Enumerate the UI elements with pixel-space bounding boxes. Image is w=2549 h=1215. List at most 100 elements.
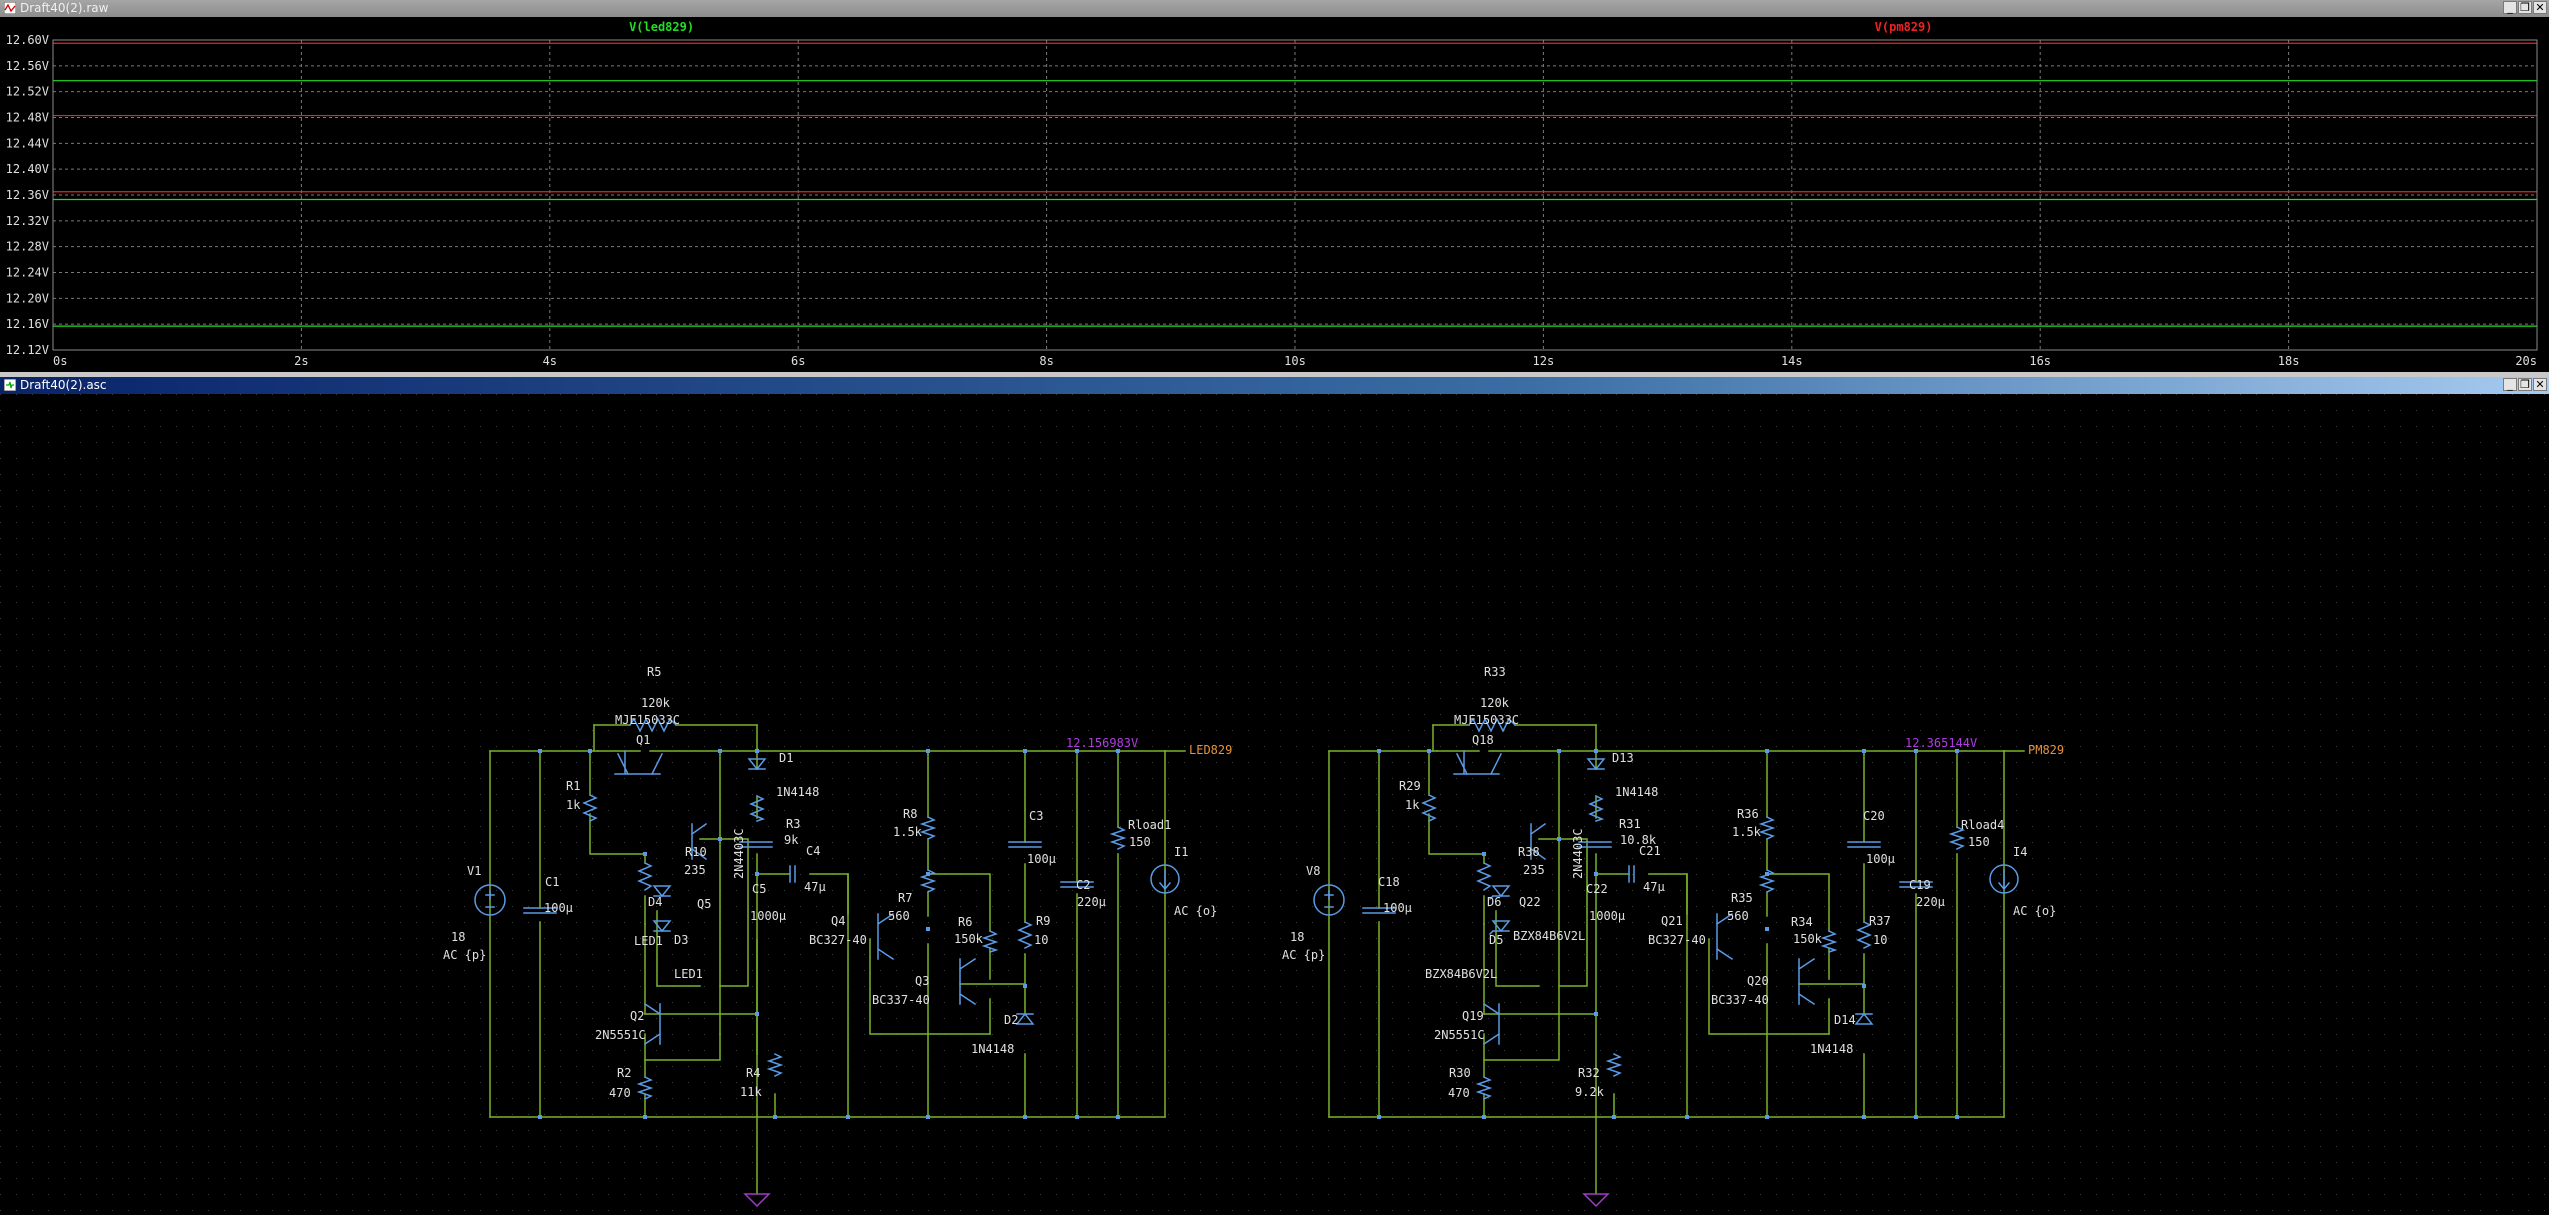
y-tick-label: 12.28V xyxy=(6,240,49,254)
restore-button[interactable]: ❐ xyxy=(2518,1,2532,14)
minimize-button[interactable]: _ xyxy=(2503,1,2517,14)
label-D2-val: 1N4148 xyxy=(1810,1042,1853,1056)
label-Q5-model: 2N4403C xyxy=(732,828,746,879)
label-I: I4 xyxy=(2013,845,2027,859)
label-C1: C1 xyxy=(545,875,559,889)
labels: R5 120k MJE15033C Q1 D1 1N4148 R1 1k R10… xyxy=(443,665,1232,1100)
label-Q3-model: BC337-40 xyxy=(872,993,930,1007)
label-D3: D5 xyxy=(1489,933,1503,947)
waveform-titlebar[interactable]: Draft40(2).raw _ ❐ ✕ xyxy=(0,0,2549,17)
label-D4-model: LED1 xyxy=(634,934,663,948)
legend-V(pm829)[interactable]: V(pm829) xyxy=(1875,20,1933,34)
label-C4-val: 47µ xyxy=(804,880,826,894)
label-I: I1 xyxy=(1174,845,1188,859)
label-R4-val: 11k xyxy=(740,1085,762,1099)
schematic-window-title: Draft40(2).asc xyxy=(20,378,107,392)
minimize-button[interactable]: _ xyxy=(2503,378,2517,391)
x-tick-label: 18s xyxy=(2278,354,2300,368)
legend-V(led829)[interactable]: V(led829) xyxy=(629,20,694,34)
label-Q5: Q22 xyxy=(1519,895,1541,909)
label-R10-val: 235 xyxy=(1523,863,1545,877)
label-C2-val: 220µ xyxy=(1916,895,1945,909)
label-Q3-model: BC337-40 xyxy=(1711,993,1769,1007)
label-D1: D1 xyxy=(779,751,793,765)
label-C4: C21 xyxy=(1639,844,1661,858)
circuit-led829: R5 120k MJE15033C Q1 D1 1N4148 R1 1k R10… xyxy=(443,665,1232,1208)
label-R10: R38 xyxy=(1518,845,1540,859)
junctions xyxy=(1377,749,1959,1119)
label-R3-val: 10.8k xyxy=(1620,833,1657,847)
label-R4: R32 xyxy=(1578,1066,1600,1080)
x-tick-label: 20s xyxy=(2515,354,2537,368)
label-C3: C3 xyxy=(1029,809,1043,823)
plot-legend[interactable]: V(led829) V(pm829) xyxy=(629,20,1932,34)
window-divider[interactable] xyxy=(0,372,2549,377)
label-V-ac: AC {p} xyxy=(443,948,486,962)
label-C4: C4 xyxy=(806,844,820,858)
wires xyxy=(489,724,1166,1195)
y-tick-label: 12.20V xyxy=(6,291,49,305)
y-tick-label: 12.56V xyxy=(6,59,49,73)
label-R9-val: 10 xyxy=(1034,933,1048,947)
label-R1-val: 1k xyxy=(1405,798,1420,812)
label-R3-val: 9k xyxy=(784,833,799,847)
label-Q5: Q5 xyxy=(697,897,711,911)
plot-series xyxy=(53,42,2537,327)
label-Q4: Q4 xyxy=(831,914,845,928)
x-tick-label: 4s xyxy=(543,354,557,368)
label-V-val: 18 xyxy=(1290,930,1304,944)
label-I-val: AC {o} xyxy=(2013,904,2056,918)
label-R10-val: 235 xyxy=(684,863,706,877)
label-D1-val: 1N4148 xyxy=(776,785,819,799)
voltage-readout: 12.156983V xyxy=(1066,736,1138,750)
label-D1-val: 1N4148 xyxy=(1615,785,1658,799)
schematic-app-icon xyxy=(4,379,16,391)
label-C5: C22 xyxy=(1586,882,1608,896)
label-D3: D3 xyxy=(674,933,688,947)
label-R9: R37 xyxy=(1869,914,1891,928)
y-tick-label: 12.36V xyxy=(6,188,49,202)
label-C1-val: 100µ xyxy=(544,901,573,915)
label-R9-val: 10 xyxy=(1873,933,1887,947)
schematic-grid-dots xyxy=(0,394,2549,1215)
label-R3: R31 xyxy=(1619,817,1641,831)
close-button[interactable]: ✕ xyxy=(2533,1,2547,14)
voltage-readout: 12.365144V xyxy=(1905,736,1977,750)
label-D3-model: LED1 xyxy=(674,967,703,981)
label-Rload: Rload4 xyxy=(1961,818,2004,832)
y-tick-label: 12.52V xyxy=(6,85,49,99)
plot-frame xyxy=(52,39,2538,351)
label-C2-val: 220µ xyxy=(1077,895,1106,909)
label-R2-val: 470 xyxy=(1448,1086,1470,1100)
label-C3: C20 xyxy=(1863,809,1885,823)
schematic-titlebar[interactable]: Draft40(2).asc _ ❐ ✕ xyxy=(0,377,2549,394)
x-tick-label: 10s xyxy=(1284,354,1306,368)
label-R1-val: 1k xyxy=(566,798,581,812)
label-Q1-model: MJE15033C xyxy=(1454,713,1519,727)
y-tick-label: 12.12V xyxy=(6,343,49,357)
label-R5-val: 120k xyxy=(641,696,671,710)
schematic-canvas[interactable]: R5 120k MJE15033C Q1 D1 1N4148 R1 1k R10… xyxy=(0,394,2549,1215)
label-C2: C19 xyxy=(1909,878,1931,892)
label-Q2: Q19 xyxy=(1462,1009,1484,1023)
label-R7: R35 xyxy=(1731,891,1753,905)
y-tick-label: 12.48V xyxy=(6,111,49,125)
x-tick-label: 2s xyxy=(294,354,308,368)
label-D1: D13 xyxy=(1612,751,1634,765)
label-R9: R9 xyxy=(1036,914,1050,928)
restore-button[interactable]: ❐ xyxy=(2518,378,2532,391)
label-Q1: Q1 xyxy=(636,733,650,747)
label-R7-val: 560 xyxy=(888,909,910,923)
label-R2: R2 xyxy=(617,1066,631,1080)
label-Q3: Q20 xyxy=(1747,974,1769,988)
label-R2-val: 470 xyxy=(609,1086,631,1100)
close-button[interactable]: ✕ xyxy=(2533,378,2547,391)
label-D2: D2 xyxy=(1004,1013,1018,1027)
label-C5: C5 xyxy=(752,882,766,896)
label-R8: R36 xyxy=(1737,807,1759,821)
y-tick-label: 12.24V xyxy=(6,266,49,280)
label-D4: D6 xyxy=(1487,895,1501,909)
x-tick-label: 6s xyxy=(791,354,805,368)
